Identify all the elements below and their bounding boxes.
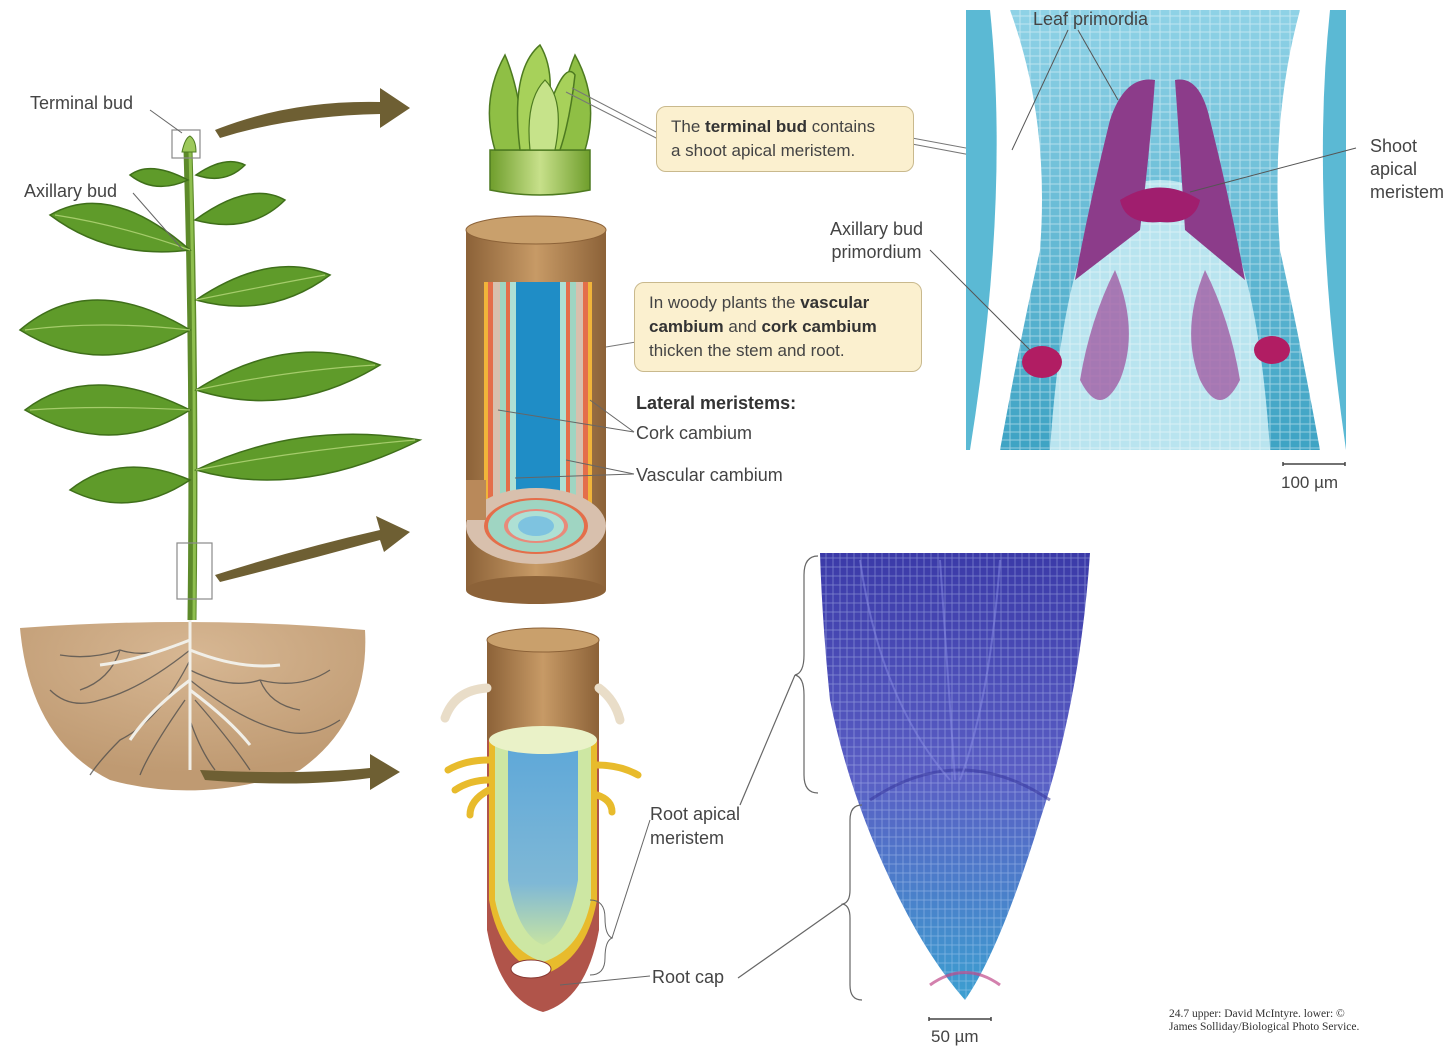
callout-woody-plants: In woody plants the vascular cambium and… bbox=[634, 282, 922, 372]
label-vascular-cambium: Vascular cambium bbox=[636, 464, 783, 486]
label-root-apical-line2: meristem bbox=[650, 826, 740, 850]
callout-woody-text-mid: and bbox=[724, 317, 762, 336]
callout-woody-text-bold1: vascular bbox=[800, 293, 869, 312]
label-axillary-primordium-line2: primordium bbox=[830, 241, 923, 264]
callout-terminal-text-line2: a shoot apical meristem. bbox=[671, 141, 855, 160]
arrow-to-bud bbox=[215, 88, 410, 138]
scale-bar-bottom bbox=[929, 1017, 991, 1021]
callout-woody-text-pre: In woody plants the bbox=[649, 293, 800, 312]
credit-line2: James Solliday/Biological Photo Service. bbox=[1169, 1021, 1359, 1034]
arrow-to-stem bbox=[215, 516, 410, 582]
label-lateral-meristems: Lateral meristems: bbox=[636, 392, 796, 414]
bud-closeup bbox=[489, 45, 590, 195]
label-shoot-line1: Shoot bbox=[1370, 135, 1444, 158]
label-axillary-primordium-line1: Axillary bud bbox=[830, 218, 923, 241]
label-scale-bottom: 50 µm bbox=[931, 1026, 979, 1048]
callout-terminal-text-pre: The bbox=[671, 117, 705, 136]
callout-terminal-text-bold: terminal bud bbox=[705, 117, 807, 136]
callout-woody-text-bold2: cambium bbox=[649, 317, 724, 336]
shoot-micrograph bbox=[966, 10, 1346, 466]
stem-section bbox=[466, 216, 606, 604]
callout-woody-text-line3: thicken the stem and root. bbox=[649, 341, 845, 360]
label-scale-top: 100 µm bbox=[1281, 472, 1338, 494]
label-shoot-apical-meristem: Shoot apical meristem bbox=[1370, 135, 1444, 204]
label-root-apical-meristem: Root apical meristem bbox=[650, 802, 740, 850]
label-axillary-bud-primordium: Axillary bud primordium bbox=[830, 218, 923, 264]
label-terminal-bud: Terminal bud bbox=[30, 92, 133, 114]
label-shoot-line3: meristem bbox=[1370, 181, 1444, 204]
label-shoot-line2: apical bbox=[1370, 158, 1444, 181]
image-credit: 24.7 upper: David McIntyre. lower: © Jam… bbox=[1169, 1008, 1359, 1034]
callout-woody-text-bold3: cork cambium bbox=[761, 317, 876, 336]
label-cork-cambium: Cork cambium bbox=[636, 422, 752, 444]
label-axillary-bud: Axillary bud bbox=[24, 180, 117, 202]
callout-terminal-bud: The terminal bud contains a shoot apical… bbox=[656, 106, 914, 172]
scale-bar-top bbox=[1283, 462, 1345, 466]
plant-illustration bbox=[20, 110, 420, 790]
root-illustration bbox=[445, 628, 638, 1012]
label-root-cap: Root cap bbox=[652, 966, 724, 988]
credit-line1: 24.7 upper: David McIntyre. lower: © bbox=[1169, 1008, 1359, 1021]
callout-terminal-text-post: contains bbox=[807, 117, 875, 136]
root-micrograph bbox=[820, 553, 1090, 1021]
label-leaf-primordia: Leaf primordia bbox=[1033, 8, 1148, 30]
label-root-apical-line1: Root apical bbox=[650, 802, 740, 826]
